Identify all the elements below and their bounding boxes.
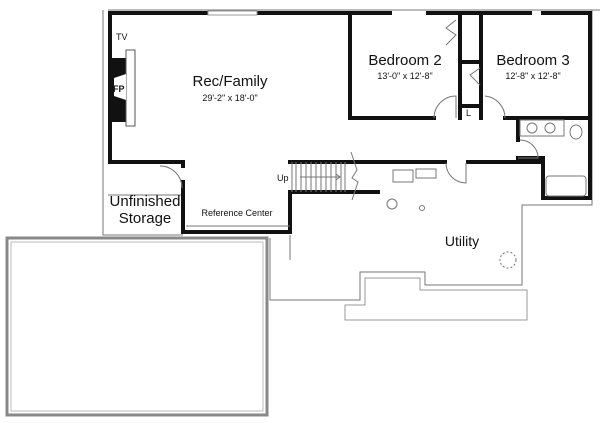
tv-label: TV (116, 32, 128, 42)
bedroom3-dims: 12'-8" x 12'-8" (505, 71, 560, 81)
bedroom2-name: Bedroom 2 (368, 52, 441, 69)
storage-name-line1: Unfinished (110, 193, 181, 210)
walls (108, 10, 592, 234)
rec-family-name: Rec/Family (192, 73, 268, 90)
fireplace (112, 49, 136, 127)
rec-family-dims: 29'-2" x 18'-0" (202, 93, 257, 103)
staircase[interactable] (291, 151, 359, 201)
fixtures (186, 119, 587, 269)
doors (159, 19, 539, 189)
thin-outlines (102, 9, 600, 321)
fireplace-label: FP (113, 84, 125, 94)
stairs-up-label: Up (277, 173, 289, 183)
storage-name-line2: Storage (119, 210, 172, 227)
linen-label: L (466, 108, 471, 118)
bedroom3-name: Bedroom 3 (496, 52, 569, 69)
reference-center-label: Reference Center (201, 208, 272, 218)
utility-name: Utility (445, 233, 479, 249)
garage-outline (5, 236, 269, 417)
bedroom2-dims: 13'-0" x 12'-8" (377, 71, 432, 81)
